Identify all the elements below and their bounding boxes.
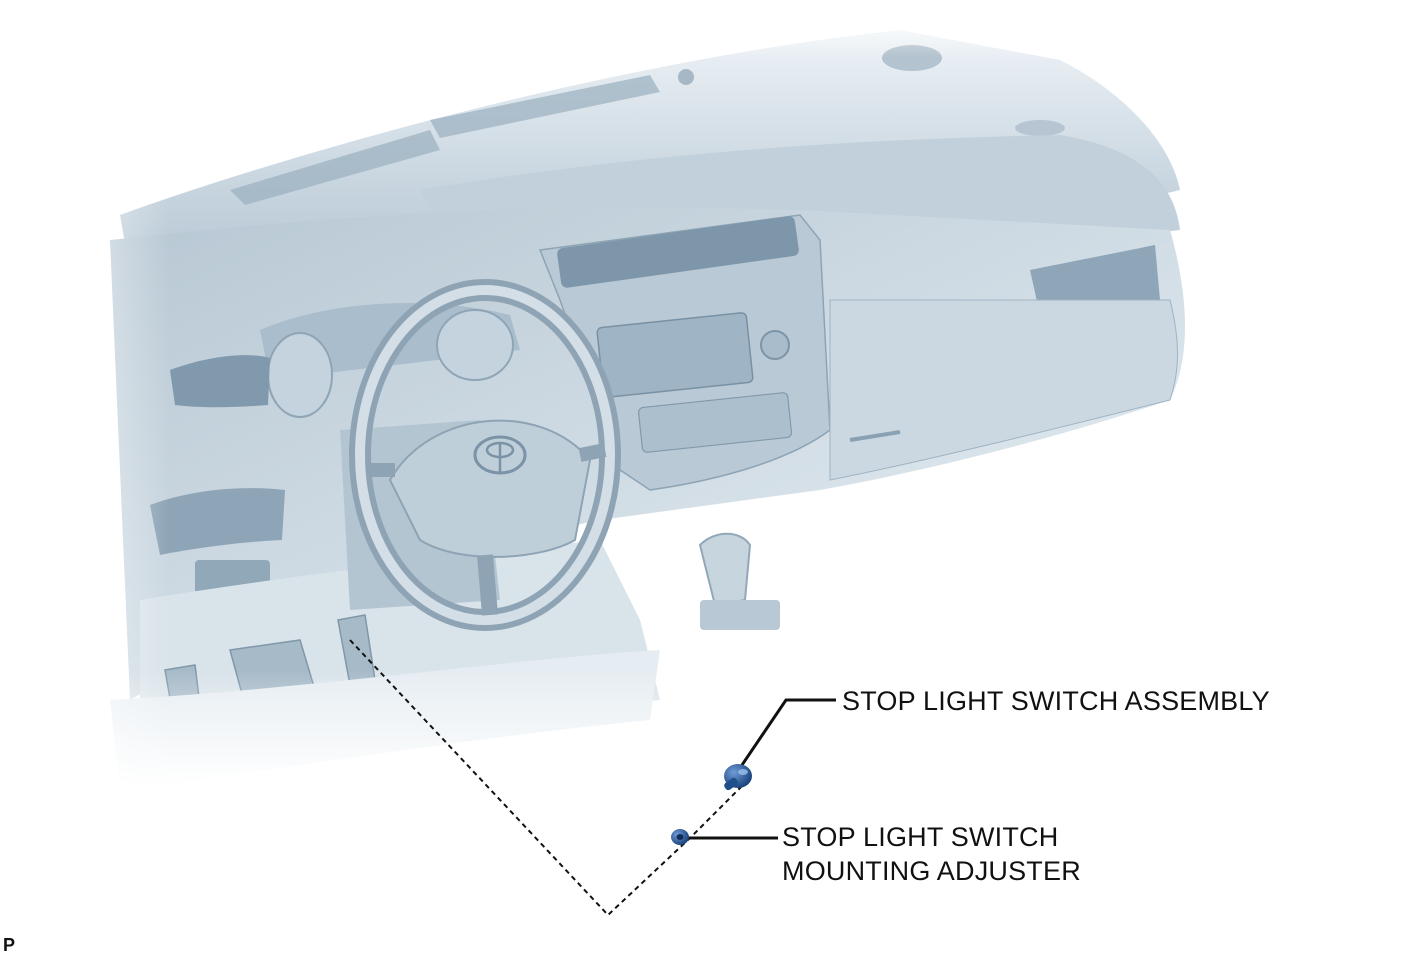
label-stop-light-switch-mounting-adjuster: STOP LIGHT SWITCH MOUNTING ADJUSTER [782, 820, 1081, 888]
dashed-leader-line [349, 639, 749, 917]
label-stop-light-switch-assembly: STOP LIGHT SWITCH ASSEMBLY [842, 686, 1270, 716]
mounting-adjuster-icon [671, 829, 689, 845]
label-line: STOP LIGHT SWITCH [782, 822, 1059, 852]
stop-light-switch-icon [724, 764, 752, 791]
label-line: MOUNTING ADJUSTER [782, 856, 1081, 886]
corner-mark: P [3, 935, 16, 955]
assembly-leader-line [740, 698, 836, 766]
